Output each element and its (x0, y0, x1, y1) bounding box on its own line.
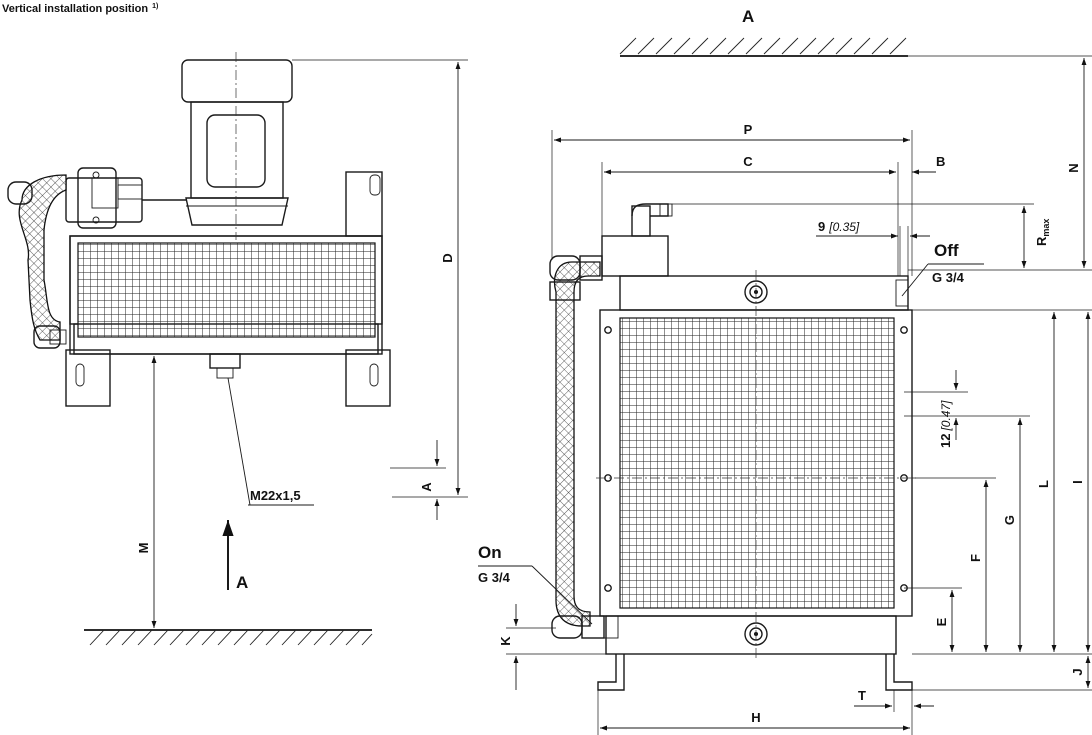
dim-label-J: J (1070, 668, 1085, 675)
dim-label-B: B (936, 154, 945, 169)
dim-label-E: E (934, 617, 949, 626)
mounting-bracket-top (345, 171, 383, 237)
dim-label-H: H (751, 710, 760, 725)
cooler-core-grid-front (619, 317, 895, 609)
right-front-view: P C B N Rmax 9[0.35] Off G 3/4 I (478, 55, 1092, 735)
motor-top-block (601, 235, 669, 277)
elbow-fitting-top (631, 203, 673, 237)
port-on-label: On (478, 543, 502, 562)
dim-label-I: I (1070, 480, 1085, 484)
bottom-header-tank (605, 615, 897, 655)
view-arrow-label: A (236, 573, 248, 592)
dim-label-9: 9[0.35] (818, 219, 860, 234)
dim-label-12: 12[0.47] (938, 400, 953, 448)
dim-label-P: P (744, 122, 753, 137)
view-A-label: A (742, 7, 754, 26)
motor (181, 59, 293, 226)
dim-label-M: M (136, 543, 151, 554)
dim-label-G: G (1002, 515, 1017, 525)
dim-label-L: L (1036, 480, 1051, 488)
dim-label-D: D (440, 253, 455, 262)
mounting-feet-front (597, 654, 913, 691)
top-header-tank (619, 275, 909, 311)
port-on-thread: G 3/4 (478, 570, 511, 585)
pump-head (65, 167, 186, 229)
dim-label-N: N (1066, 163, 1081, 172)
thread-label: M22x1,5 (250, 488, 301, 503)
dim-label-T: T (858, 688, 866, 703)
dim-label-Rmax: Rmax (1034, 219, 1051, 246)
port-off-thread: G 3/4 (932, 270, 965, 285)
dim-label-A: A (419, 482, 434, 492)
mounting-feet (65, 349, 391, 407)
cooler-core-grid (77, 242, 376, 338)
dim-label-K: K (498, 636, 513, 646)
dim-label-F: F (968, 554, 983, 562)
left-side-view: D A M M22x1,5 A (7, 52, 468, 646)
hose-left (7, 174, 67, 349)
dim-label-C: C (743, 154, 753, 169)
hose-right (549, 255, 619, 639)
port-off-label: Off (934, 241, 959, 260)
